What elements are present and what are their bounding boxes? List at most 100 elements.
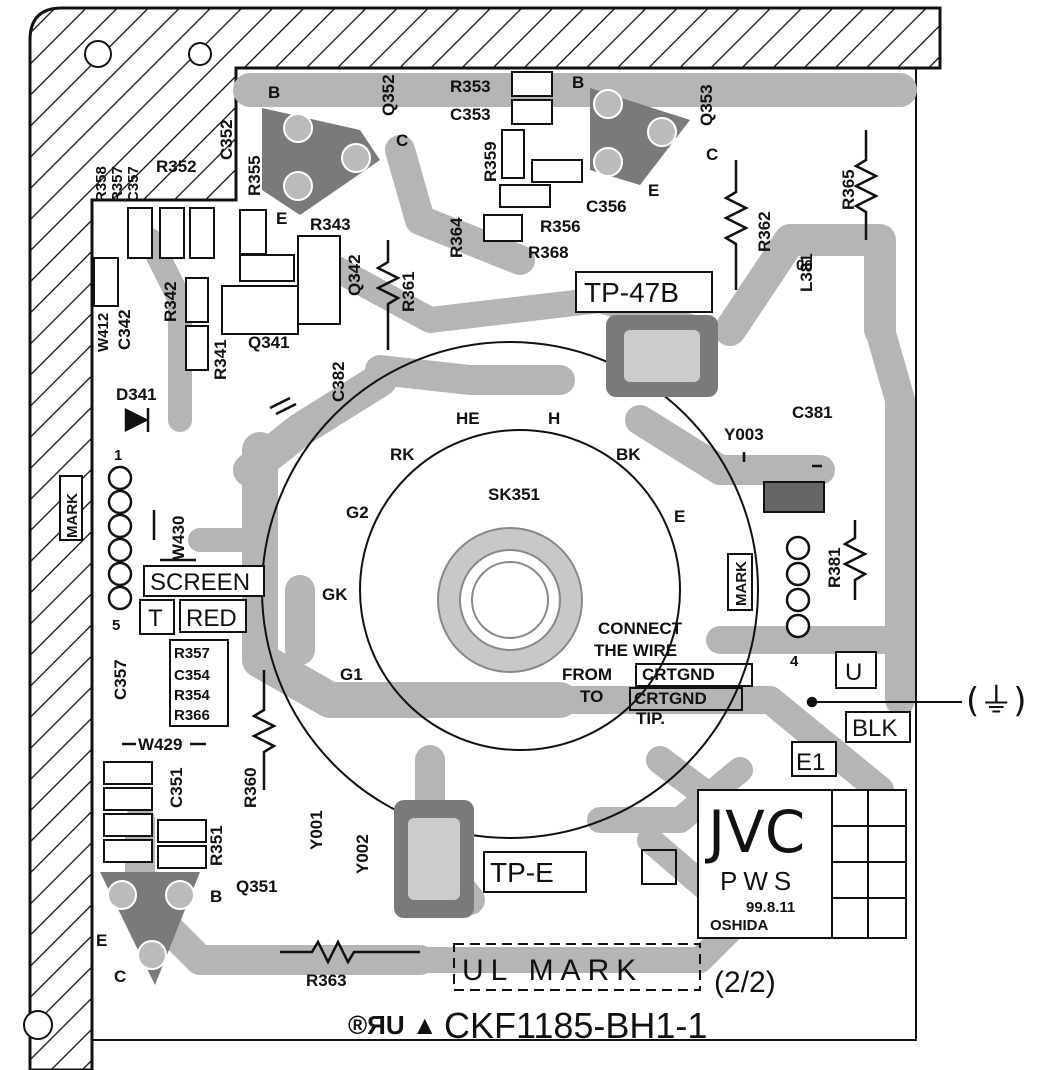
stack-label-4: R366 [174,707,210,724]
maker-label: PWS [720,866,797,896]
header-pin-1: 1 [114,447,122,464]
w430-label: W430 [169,516,188,560]
q352-label: Q352 [379,74,398,116]
socket-pin-e: E [674,507,685,526]
socket-pin-gk: GK [322,585,348,604]
q352-collector-letter: C [396,131,408,150]
test-point-labels: TP-47B TP-E [483,271,713,893]
socket-ref: SK351 [488,485,540,504]
c351-label: C351 [167,767,186,808]
ul-mark-block: UL MARK (2/2) ®ЯU ▲ CKF1185-BH1-1 [348,943,776,1046]
blk-label: BLK [852,715,897,742]
transistor-pads [100,88,690,985]
note-line-5: TO [580,687,603,706]
resistor-symbols [251,130,879,965]
ground-callout: (⏚) [966,681,1027,721]
crt-socket [261,341,759,839]
r360-label: R360 [241,767,260,808]
l381-label: L381 [797,253,816,292]
q353-label: Q353 [697,84,716,126]
stack-label-2: C354 [174,667,211,684]
socket-pin-g2: G2 [346,503,369,522]
socket-pin-rk: RK [390,445,415,464]
r342-label: R342 [161,281,180,322]
r355-label: R355 [245,155,264,196]
r365-label: R365 [839,169,858,210]
q351-collector-letter: C [114,967,126,986]
q352-base-letter: B [268,83,280,102]
r362-label: R362 [755,211,774,252]
q353-collector-letter: C [706,145,718,164]
mark-right-label: MARK [733,561,750,606]
r363-label: R363 [306,971,347,990]
q342-label: Q342 [345,254,364,296]
tp-e-label: TP-E [490,857,554,888]
boxed-labels: SCREEN T RED U BLK E1 MARK MARK [59,475,911,777]
r358-label: R358 [93,166,110,202]
pin-headers [107,465,811,639]
q341-label: Q341 [248,333,290,352]
board-outline [23,6,942,1070]
c357-label: C357 [111,659,130,700]
socket-pin-g1: G1 [340,665,363,684]
connect-note: CONNECT THE WIRE FROM CRTGND TO CRTGND T… [562,619,753,728]
tp-47b-label: TP-47B [584,277,679,308]
r364-label: R364 [447,217,466,258]
test-point-pads [394,315,718,918]
w412-label: W412 [95,313,112,352]
note-line-6: CRTGND [634,689,707,708]
r359-label: R359 [481,141,500,182]
brand-label: JVC [705,798,805,866]
note-line-4: CRTGND [642,665,715,684]
socket-pin-bk: BK [616,445,641,464]
c353-label: C353 [450,105,491,124]
mark-left-label: MARK [64,493,81,538]
sheet-label: (2/2) [714,966,776,999]
note-line-2: THE WIRE [594,641,677,660]
note-line-7: TIP. [636,709,665,728]
r381-label: R381 [825,547,844,588]
ul-mark-label: UL MARK [462,954,643,987]
socket-pin-he: HE [456,409,480,428]
c357v-label: C357 [125,166,142,202]
red-label: RED [186,605,237,632]
misc-symbols [122,396,962,885]
r361-label: R361 [399,271,418,312]
screen-label: SCREEN [150,569,250,596]
note-line-1: CONNECT [598,619,683,638]
note-line-3: FROM [562,665,612,684]
u-label: U [845,659,862,686]
socket-labels: SK351 RK HE H BK G2 GK G1 E [322,409,685,684]
pin-letters: B C E B C E B C E 1 5 4 00 [96,73,813,986]
t-label: T [148,605,163,632]
y001-label: Y001 [307,810,326,850]
l381-value: 00 [796,257,813,274]
date-label: 99.8.11 [746,899,795,916]
r356-label: R356 [540,217,581,236]
y003-label: Y003 [724,425,764,444]
smd-parts [93,71,825,869]
ul-logo: ®ЯU ▲ [348,1010,438,1040]
r357v-label: R357 [109,166,126,202]
r368-label: R368 [528,243,569,262]
w429-label: W429 [138,735,182,754]
r352-label: R352 [156,157,197,176]
r341-label: R341 [211,339,230,380]
designer-label: OSHIDA [710,917,769,934]
socket-pin-h: H [548,409,560,428]
q351-label: Q351 [236,877,278,896]
r353-label: R353 [450,77,491,96]
q353-emitter-letter: E [648,181,659,200]
q351-base-letter: B [210,887,222,906]
q353-base-letter: B [572,73,584,92]
r343-label: R343 [310,215,351,234]
y002-label: Y002 [353,834,372,874]
title-block: JVC PWS 99.8.11 OSHIDA [697,789,907,939]
q351-emitter-letter: E [96,931,107,950]
header-pin-5: 5 [112,617,120,634]
q352-emitter-letter: E [276,209,287,228]
c356-label: C356 [586,197,627,216]
component-labels: Q352 Q353 Q341 Q342 Q351 R353 C353 R359 … [93,74,858,990]
header-pin-4: 4 [790,653,799,670]
